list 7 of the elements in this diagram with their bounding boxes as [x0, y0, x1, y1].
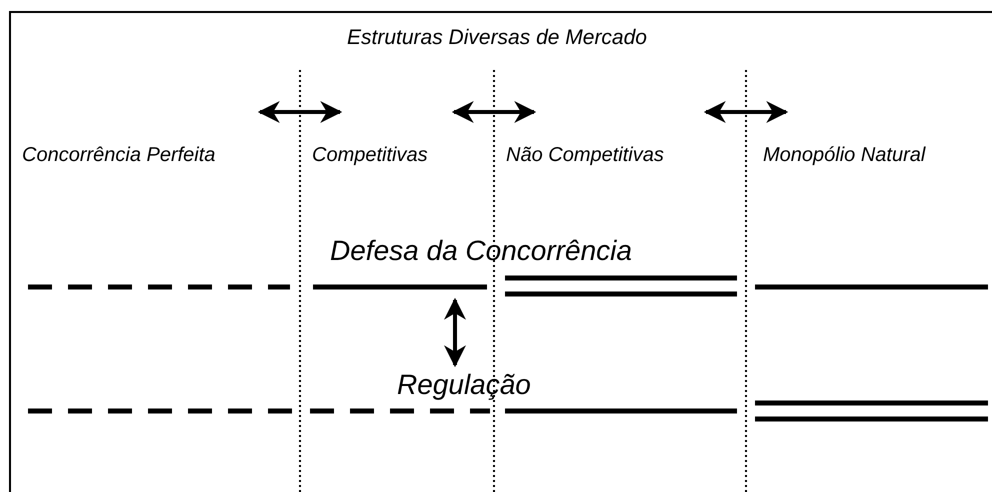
- column-label: Não Competitivas: [506, 144, 664, 166]
- diagram-title: Estruturas Diversas de Mercado: [347, 26, 647, 50]
- row-label: Defesa da Concorrência: [330, 236, 632, 267]
- row-label: Regulação: [397, 370, 531, 401]
- column-label: Concorrência Perfeita: [22, 144, 216, 166]
- column-label: Competitivas: [312, 144, 428, 166]
- column-label: Monopólio Natural: [763, 144, 926, 166]
